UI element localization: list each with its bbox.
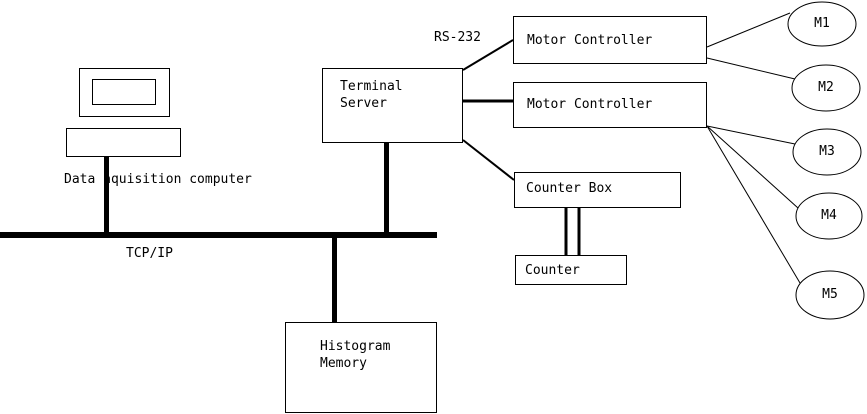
rs232-link-label: RS-232 [434,30,481,45]
computer-keyboard-icon [66,128,181,157]
motor-label-m4: M4 [821,208,837,223]
node-label-motor-controller-1: Motor Controller [527,33,653,48]
motor-ellipse-layer [787,1,865,320]
motor-label-m3: M3 [819,144,835,159]
connector-mc2-to-m5 [706,125,801,284]
node-terminal-server[interactable] [322,68,463,143]
motor-label-m1: M1 [814,16,830,31]
tcpip-bus-label: TCP/IP [126,246,173,261]
tcpip-histogram-drop [332,232,337,322]
motor-ellipse-m3[interactable] [792,128,862,176]
connector-terminal-to-mc1 [462,39,514,71]
node-histogram-memory[interactable] [285,322,437,413]
connector-layer [462,12,801,284]
node-counter-box[interactable] [514,172,681,208]
tcpip-computer-drop [104,157,109,235]
connector-mc1-to-m1 [706,12,791,48]
connector-mc1-to-m2 [706,57,796,80]
node-motor-controller-1[interactable] [513,16,707,64]
node-label-histogram-memory: Histogram Memory [320,339,391,371]
node-label-counter: Counter [525,263,580,278]
node-label-motor-controller-2: Motor Controller [527,97,653,112]
connector-mc2-to-m4 [706,125,799,209]
motor-ellipse-m2[interactable] [791,64,861,112]
connector-terminal-to-counter-box [462,139,515,181]
node-motor-controller-2[interactable] [513,82,707,128]
node-label-terminal-server: Terminal Server [340,79,403,111]
motor-label-m5: M5 [822,287,838,302]
connector-mc2-to-m3 [706,125,796,145]
computer-screen-icon [92,79,156,105]
motor-ellipse-m1[interactable] [787,1,857,47]
tcpip-bus-backbone [0,232,437,238]
node-counter[interactable] [515,255,627,285]
data-acquisition-computer-label: Data aquisition computer [64,172,252,187]
motor-label-m2: M2 [818,80,834,95]
motor-ellipse-m5[interactable] [795,270,865,320]
motor-ellipse-m4[interactable] [795,192,863,240]
node-label-counter-box: Counter Box [526,181,613,196]
tcpip-terminal-server-drop [384,143,389,235]
computer-monitor-icon [79,68,170,117]
